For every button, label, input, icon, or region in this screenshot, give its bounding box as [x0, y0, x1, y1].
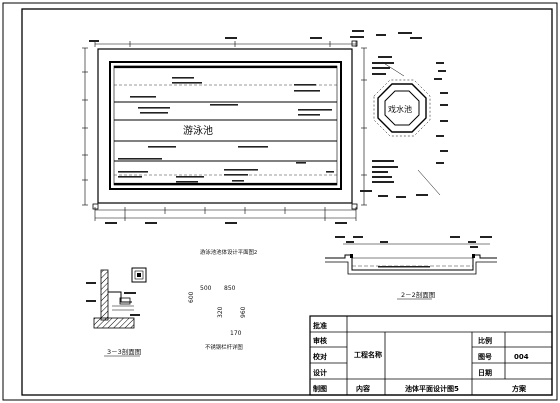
tb-approve: 批准 [313, 321, 327, 330]
dim-850: 850 [224, 285, 236, 292]
wading-pool: 戏水池 [350, 32, 448, 198]
dim-600: 600 [188, 291, 195, 303]
dim-320: 320 [217, 306, 224, 318]
tb-content: 内容 [356, 384, 370, 393]
section-3-3: 3－3剖面图 [86, 267, 147, 357]
tb-check: 校对 [313, 352, 327, 361]
tb-number-value: 004 [514, 353, 529, 361]
tb-draw: 制图 [313, 384, 327, 393]
title-block: 批准 审核 校对 设计 制图 工程名称 内容 池体平面设计图5 比例 图号 00… [309, 315, 553, 396]
section-2-2: 2－2剖面图 [325, 236, 497, 300]
wading-pool-label: 戏水池 [388, 104, 412, 114]
tb-scheme: 方案 [512, 384, 527, 393]
tb-review: 审核 [313, 336, 327, 345]
section-3-3-label: 3－3剖面图 [107, 347, 141, 356]
tb-project-name: 工程名称 [354, 350, 382, 359]
dim-170: 170 [230, 330, 242, 337]
tb-date: 日期 [478, 368, 492, 377]
tb-design: 设计 [313, 368, 327, 377]
railing-detail: 500 850 600 320 960 170 不锈钢栏杆详图 [188, 285, 247, 351]
tb-drawing-title: 池体平面设计图5 [405, 384, 459, 393]
pool-label: 游泳池 [183, 124, 213, 137]
sheet-inner-border [21, 8, 553, 396]
railing-detail-label: 不锈钢栏杆详图 [205, 343, 243, 351]
plan-title: 游泳池池体设计平面图2 [200, 248, 257, 256]
tb-scale: 比例 [478, 336, 492, 345]
pool-plan: 游泳池 游泳池池体设计平面图2 [82, 30, 372, 256]
tb-number-label: 图号 [478, 352, 492, 361]
dim-500: 500 [200, 285, 212, 292]
dim-960: 960 [240, 306, 247, 318]
section-2-2-label: 2－2剖面图 [401, 290, 435, 299]
